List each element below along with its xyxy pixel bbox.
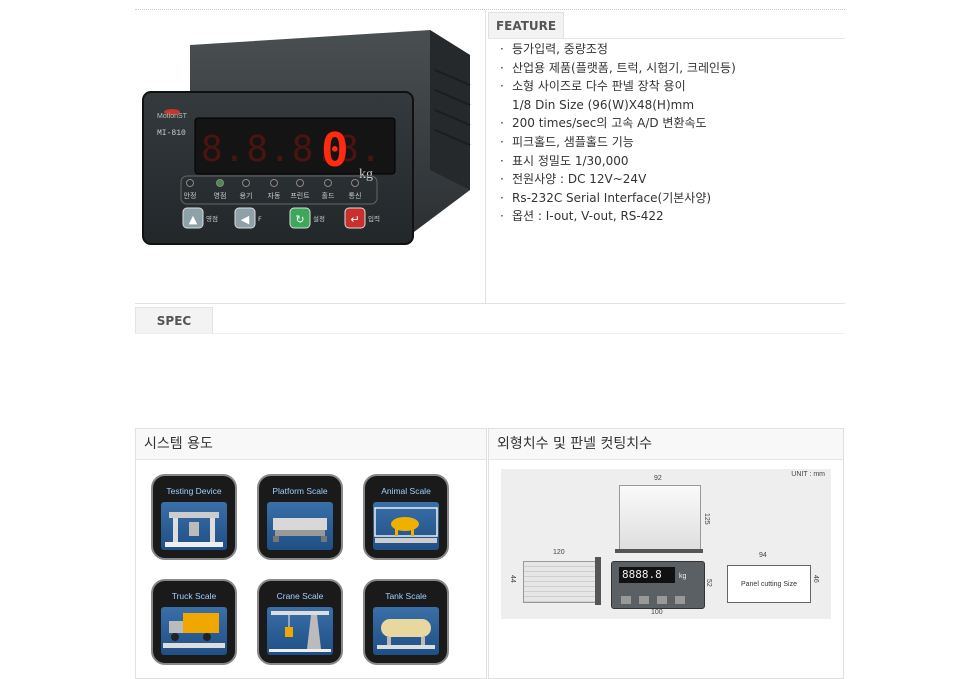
status-led — [296, 179, 304, 187]
device-key-icon: ↻ — [295, 213, 304, 226]
top-divider — [135, 9, 845, 10]
unit-caption: UNIT : mm — [791, 471, 825, 478]
spec-tab-rule — [135, 333, 845, 334]
app-icon-tank-scale: Tank Scale — [363, 579, 449, 665]
spec-tab[interactable]: SPEC — [135, 307, 213, 334]
device-key[interactable] — [289, 207, 311, 229]
feature-item: ·산업용 제품(플랫폼, 트럭, 시험기, 크레인등) — [500, 60, 736, 75]
model-label: MI-810 — [157, 129, 186, 138]
feature-tab-rule — [488, 38, 845, 39]
indicator-label: 통신 — [349, 191, 362, 200]
device-key-label: 영점 — [206, 214, 218, 223]
feature-item: ·Rs-232C Serial Interface(기본사양) — [500, 190, 712, 205]
status-led — [270, 179, 278, 187]
display-ghost-digits: 8.8.8.8. — [201, 129, 382, 170]
dimension-box: 외형치수 및 판넬 컷팅치수 UNIT : mm 92 125 120 44 8… — [488, 428, 844, 679]
indicator-label: 홀드 — [322, 191, 335, 200]
brand-label: MotionST — [157, 113, 188, 120]
system-usage-title: 시스템 용도 — [136, 429, 486, 460]
feature-item: ·등가입력, 중량조정 — [500, 42, 608, 56]
indicator-label: 영점 — [214, 191, 227, 200]
unit-label: kg — [359, 167, 373, 182]
feature-item: ·200 times/sec의 고속 A/D 변환속도 — [500, 116, 707, 131]
indicator-label: 자동 — [268, 191, 281, 200]
app-icon-platform-scale: Platform Scale — [257, 474, 343, 560]
feature-item: ·표시 정밀도 1/30,000 — [500, 153, 629, 168]
indicator-label: 안정 — [184, 191, 197, 200]
feature-item: ·소형 사이즈로 다수 판넬 장착 용이 — [500, 79, 686, 94]
device-key-label: F — [258, 215, 262, 223]
status-led — [216, 179, 224, 187]
app-icon-truck-scale: Truck Scale — [151, 579, 237, 665]
device-key[interactable] — [234, 207, 256, 229]
device-key-label: 설정 — [313, 214, 325, 223]
feature-list: ·등가입력, 중량조정 ·산업용 제품(플랫폼, 트럭, 시험기, 크레인등) … — [500, 40, 840, 226]
indicator-strip — [180, 175, 378, 205]
feature-item: ·피크홀드, 샘플홀드 기능 — [500, 134, 634, 149]
device-key-icon: ↵ — [350, 213, 359, 226]
status-led — [324, 179, 332, 187]
status-led — [186, 179, 194, 187]
vertical-divider — [485, 10, 486, 303]
section-divider — [135, 303, 845, 304]
device-key-icon: ◀ — [241, 213, 250, 226]
device-key-label: 입력 — [368, 215, 380, 223]
app-icon-animal-scale: Animal Scale — [363, 474, 449, 560]
feature-item: ·옵션 : I-out, V-out, RS-422 — [500, 209, 664, 224]
app-icon-crane-scale: Crane Scale — [257, 579, 343, 665]
status-led — [242, 179, 250, 187]
feature-item: 1/8 Din Size (96(W)X48(H)mm — [512, 97, 695, 112]
indicator-label: 용기 — [240, 191, 253, 200]
panel-cut-label: Panel cutting Size — [740, 580, 798, 588]
system-usage-box: 시스템 용도 Testing Device Platform Scale Ani… — [135, 428, 487, 679]
device-key-icon: ▲ — [189, 213, 198, 226]
status-led — [351, 179, 359, 187]
dimension-title: 외형치수 및 판넬 컷팅치수 — [489, 429, 843, 460]
lcd-display — [194, 117, 396, 175]
app-icon-testing-device: Testing Device — [151, 474, 237, 560]
device-key[interactable] — [344, 207, 366, 229]
dimension-diagram: UNIT : mm 92 125 120 44 8888.8 kg 52 100… — [501, 469, 831, 619]
indicator-label: 프린트 — [290, 191, 310, 200]
feature-tab[interactable]: FEATURE — [488, 12, 564, 39]
display-value: 0 — [321, 123, 349, 177]
feature-item: ·전원사양 : DC 12V~24V — [500, 172, 647, 187]
device-key[interactable] — [182, 207, 204, 229]
